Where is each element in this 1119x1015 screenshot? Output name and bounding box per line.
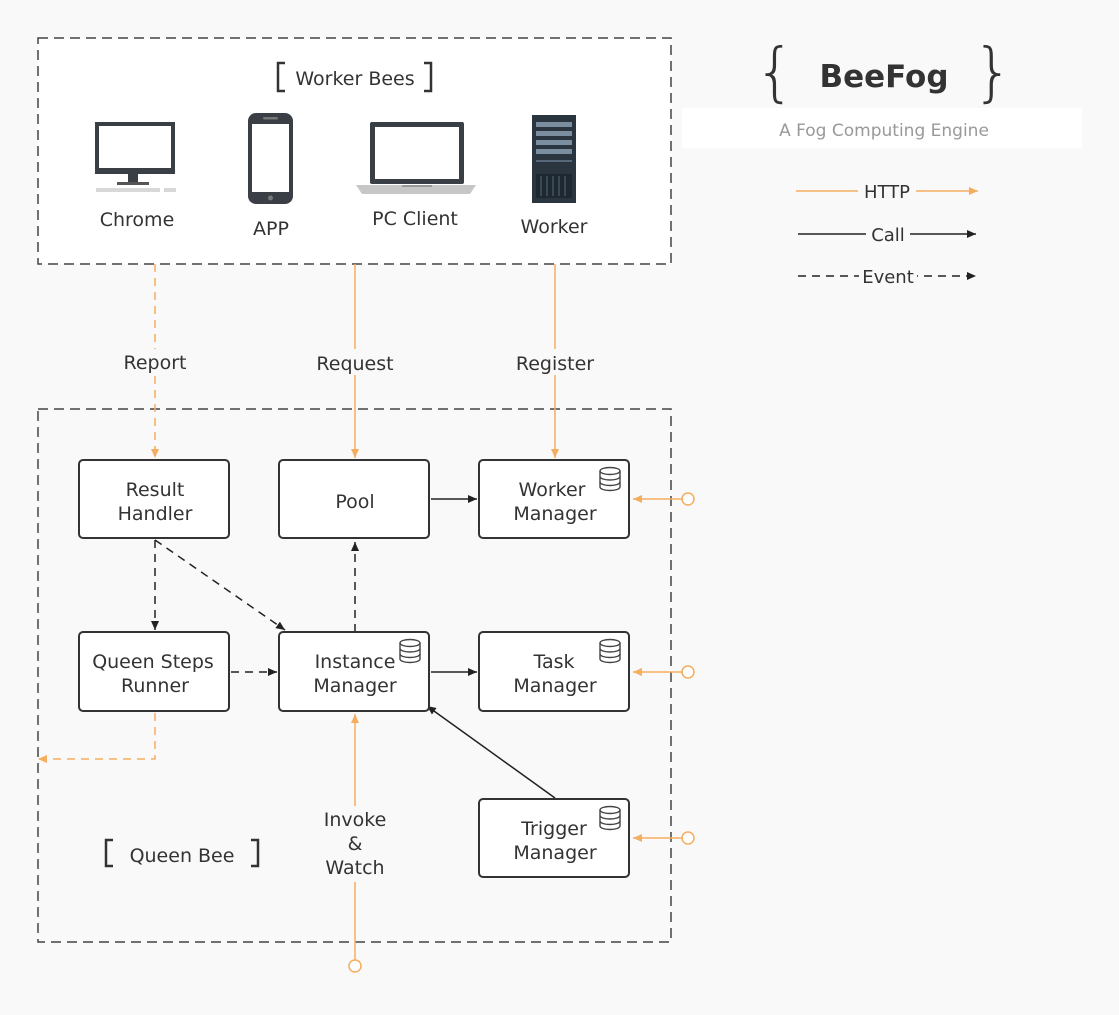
worker-bees-group: Worker Bees Chrome APP PC Client	[37, 37, 672, 265]
nodes: Result Handler Pool Worker Manager Queen…	[78, 459, 630, 878]
edge-steps-runner-out	[38, 713, 156, 763]
trigger-manager-line1: Trigger	[520, 818, 587, 840]
edge-label-watch: Watch	[325, 857, 384, 879]
result-handler-line1: Result	[126, 479, 185, 501]
node-queen-steps-runner[interactable]: Queen Steps Runner	[78, 631, 230, 712]
edge-label-ampersand: &	[348, 833, 363, 855]
instance-manager-line2: Manager	[313, 675, 396, 697]
task-manager-line1: Task	[532, 651, 574, 673]
brand-left-brace: {	[755, 36, 796, 110]
pool-label: Pool	[335, 491, 374, 513]
queen-steps-runner-line2: Runner	[121, 675, 189, 697]
edge-label-request: Request	[316, 353, 393, 375]
client-pc-client-label: PC Client	[372, 208, 458, 230]
worker-manager-port	[681, 492, 695, 506]
edges	[38, 264, 695, 973]
node-pool[interactable]: Pool	[278, 459, 430, 539]
edge-result-to-instance	[154, 539, 286, 631]
legend-event-label: Event	[862, 267, 914, 288]
legend-call: Call	[798, 224, 976, 246]
legend-http: HTTP	[796, 181, 978, 203]
node-worker-manager[interactable]: Worker Manager	[478, 459, 630, 539]
server-rack-icon	[532, 115, 576, 203]
laptop-icon	[356, 122, 476, 194]
trigger-manager-port	[681, 831, 695, 845]
result-handler-line2: Handler	[118, 503, 193, 525]
edge-trigger-to-instance	[426, 705, 556, 799]
mobile-phone-icon	[248, 113, 293, 204]
node-instance-manager[interactable]: Instance Manager	[278, 631, 430, 712]
queen-steps-runner-line1: Queen Steps	[92, 651, 214, 673]
invoke-entry-port	[348, 959, 362, 973]
instance-manager-line1: Instance	[315, 651, 396, 673]
queen-bee-group: Queen Bee	[37, 408, 672, 943]
client-app-label: APP	[253, 218, 289, 240]
legend-call-label: Call	[871, 225, 905, 246]
worker-bees-title: Worker Bees	[295, 68, 414, 90]
brand-title: BeeFog	[819, 59, 948, 95]
node-result-handler[interactable]: Result Handler	[78, 459, 230, 539]
edge-labels: Report Request Register Invoke & Watch	[118, 349, 598, 882]
edge-label-invoke: Invoke	[324, 809, 387, 831]
trigger-manager-line2: Manager	[513, 842, 596, 864]
brand-block: { BeeFog } A Fog Computing Engine	[682, 36, 1082, 148]
brand-subtitle: A Fog Computing Engine	[779, 121, 989, 141]
desktop-monitor-icon	[95, 122, 176, 192]
node-trigger-manager[interactable]: Trigger Manager	[478, 798, 630, 878]
task-manager-line2: Manager	[513, 675, 596, 697]
legend: HTTP Call Event	[796, 181, 978, 288]
worker-manager-line2: Manager	[513, 503, 596, 525]
legend-event: Event	[798, 266, 976, 288]
task-manager-port	[681, 665, 695, 679]
edge-label-register: Register	[516, 353, 594, 375]
brand-right-brace: }	[973, 36, 1014, 110]
worker-manager-line1: Worker	[519, 479, 586, 501]
queen-bee-title: Queen Bee	[130, 845, 235, 867]
client-chrome-label: Chrome	[100, 209, 175, 231]
client-worker-label: Worker	[521, 216, 588, 238]
legend-http-label: HTTP	[864, 182, 910, 203]
subtitle-band	[682, 108, 1082, 148]
node-task-manager[interactable]: Task Manager	[478, 631, 630, 712]
edge-label-report: Report	[124, 352, 187, 374]
